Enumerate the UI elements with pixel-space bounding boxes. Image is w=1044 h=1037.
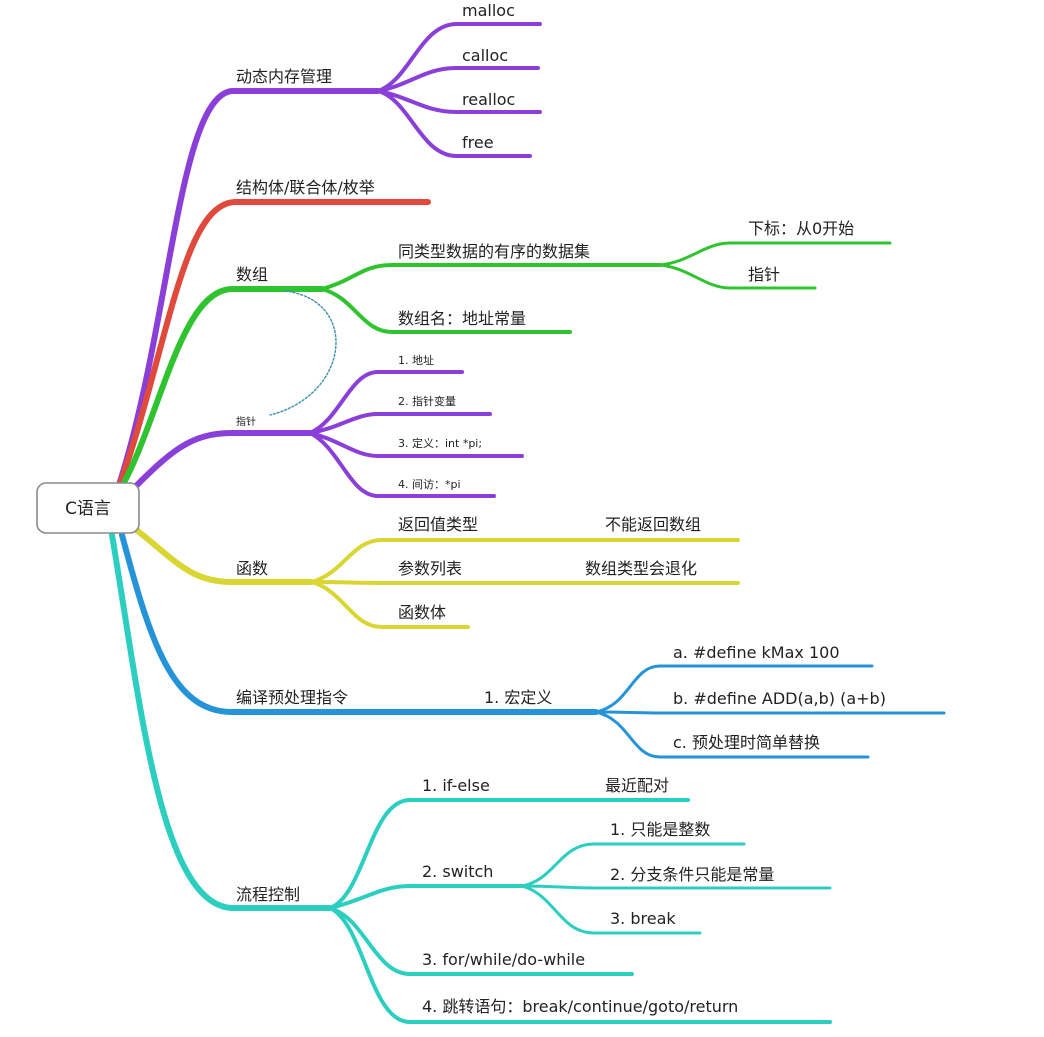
function-note-params[interactable]: 数组类型会退化	[585, 559, 697, 578]
array-sub-line	[658, 241, 892, 267]
memory-item-realloc[interactable]: realloc	[462, 90, 515, 109]
array-sub-line	[658, 263, 817, 290]
function-item-params[interactable]: 参数列表	[398, 559, 462, 578]
branch-line-function	[131, 525, 315, 585]
flow-child-line	[328, 798, 690, 910]
branch-lines	[109, 88, 599, 911]
relation-curve	[269, 290, 337, 416]
function-note-return[interactable]: 不能返回数组	[605, 515, 701, 534]
flow-child-line	[328, 884, 524, 910]
preprocess-sub-replace[interactable]: c. 预处理时简单替换	[673, 733, 820, 752]
memory-child-line	[376, 89, 532, 158]
function-child-line	[310, 580, 740, 585]
pointer-child-line	[308, 412, 492, 435]
branch-line-flow	[109, 532, 333, 911]
flow-item-switch[interactable]: 2. switch	[422, 862, 493, 881]
flow-children-lines	[328, 798, 832, 1024]
flow-sub-line	[520, 884, 832, 890]
root-node-box	[36, 482, 140, 534]
array-item-name[interactable]: 数组名：地址常量	[398, 309, 526, 328]
function-item-body[interactable]: 函数体	[398, 603, 446, 622]
array-children-lines	[320, 241, 892, 334]
flow-sub-line	[520, 884, 702, 935]
pointer-child-line	[308, 370, 464, 435]
memory-item-free[interactable]: free	[462, 133, 494, 152]
flow-item-ifelse[interactable]: 1. if-else	[422, 776, 490, 795]
flow-item-loop[interactable]: 3. for/while/do-while	[422, 950, 585, 969]
flow-child-line	[328, 906, 832, 1024]
function-children-lines	[310, 538, 740, 629]
branch-label-flow[interactable]: 流程控制	[236, 885, 300, 904]
pointer-item-access[interactable]: 4. 间访：*pi	[398, 478, 461, 491]
branch-label-struct[interactable]: 结构体/联合体/枚举	[236, 178, 375, 197]
memory-child-line	[376, 22, 542, 93]
memory-item-malloc[interactable]: malloc	[462, 1, 515, 20]
pointer-children-lines	[308, 370, 524, 498]
branch-label-pointer[interactable]: 指针	[236, 415, 256, 428]
memory-item-calloc[interactable]: calloc	[462, 46, 508, 65]
preprocess-item-macro[interactable]: 1. 宏定义	[484, 688, 552, 707]
preprocess-sub-add[interactable]: b. #define ADD(a,b) (a+b)	[673, 689, 886, 708]
array-child-line	[320, 263, 662, 291]
memory-children-lines	[376, 22, 542, 158]
flow-sub-constant[interactable]: 2. 分支条件只能是常量	[610, 865, 774, 884]
pointer-child-line	[308, 431, 496, 498]
flow-note-ifelse[interactable]: 最近配对	[605, 776, 669, 795]
array-child-line	[320, 287, 572, 334]
memory-child-line	[376, 66, 540, 93]
preprocess-children-lines	[594, 664, 946, 759]
branch-line-struct	[115, 199, 431, 493]
branch-label-array[interactable]: 数组	[236, 265, 268, 284]
function-item-return[interactable]: 返回值类型	[398, 515, 478, 534]
preprocess-sub-line	[594, 664, 874, 714]
branch-line-array	[117, 286, 325, 493]
pointer-item-address[interactable]: 1. 地址	[398, 353, 434, 367]
function-child-line	[310, 538, 740, 584]
array-item-dataset[interactable]: 同类型数据的有序的数据集	[398, 242, 590, 261]
branch-line-preprocess	[119, 532, 599, 715]
pointer-child-line	[308, 431, 524, 458]
flow-sub-integer[interactable]: 1. 只能是整数	[610, 820, 710, 839]
preprocess-sub-line	[594, 710, 946, 715]
branch-label-function[interactable]: 函数	[236, 559, 268, 578]
branch-label-preprocess[interactable]: 编译预处理指令	[236, 688, 348, 707]
flow-sub-line	[520, 842, 746, 888]
pointer-item-define[interactable]: 3. 定义：int *pi;	[398, 436, 482, 450]
root-node-label: C语言	[65, 499, 111, 519]
root-node[interactable]: C语言	[36, 482, 140, 534]
flow-item-jump[interactable]: 4. 跳转语句：break/continue/goto/return	[422, 997, 738, 1016]
branch-label-memory[interactable]: 动态内存管理	[236, 67, 332, 86]
array-sub-pointer[interactable]: 指针	[748, 265, 780, 284]
pointer-item-variable[interactable]: 2. 指针变量	[398, 394, 456, 408]
flow-sub-break[interactable]: 3. break	[610, 909, 676, 928]
memory-child-line	[376, 89, 542, 114]
preprocess-sub-line	[594, 710, 870, 759]
flow-child-line	[328, 906, 634, 976]
branch-line-pointer	[127, 430, 313, 495]
branch-line-memory	[115, 88, 381, 491]
array-sub-index[interactable]: 下标：从0开始	[748, 219, 854, 238]
preprocess-sub-kmax[interactable]: a. #define kMax 100	[673, 643, 840, 662]
function-child-line	[310, 580, 470, 629]
